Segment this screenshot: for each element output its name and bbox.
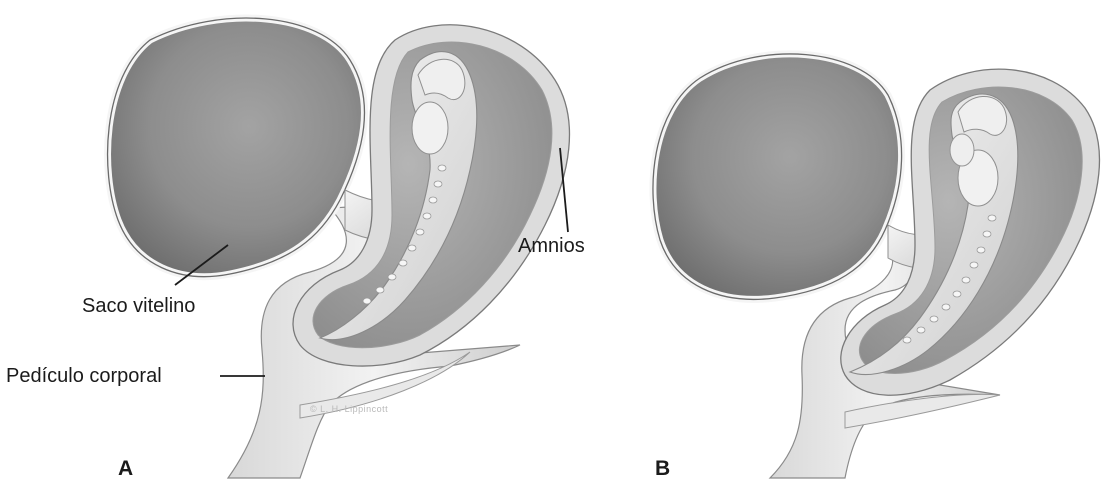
panel-a-drawing: © L. H. Lippincott — [108, 18, 570, 478]
embryo-heart-b — [950, 134, 974, 166]
yolk-sac-a — [108, 18, 365, 277]
panel-b-drawing — [653, 54, 1100, 478]
amnion-label: Amnios — [518, 236, 585, 256]
yolk-sac-label: Saco vitelino — [82, 296, 195, 316]
embryo-head-a — [412, 102, 448, 154]
panel-b-letter: B — [655, 458, 670, 479]
panel-a-letter: A — [118, 458, 133, 479]
body-stalk-label: Pedículo corporal — [6, 366, 162, 386]
watermark-a: © L. H. Lippincott — [310, 404, 388, 414]
yolk-sac-b — [653, 54, 902, 299]
